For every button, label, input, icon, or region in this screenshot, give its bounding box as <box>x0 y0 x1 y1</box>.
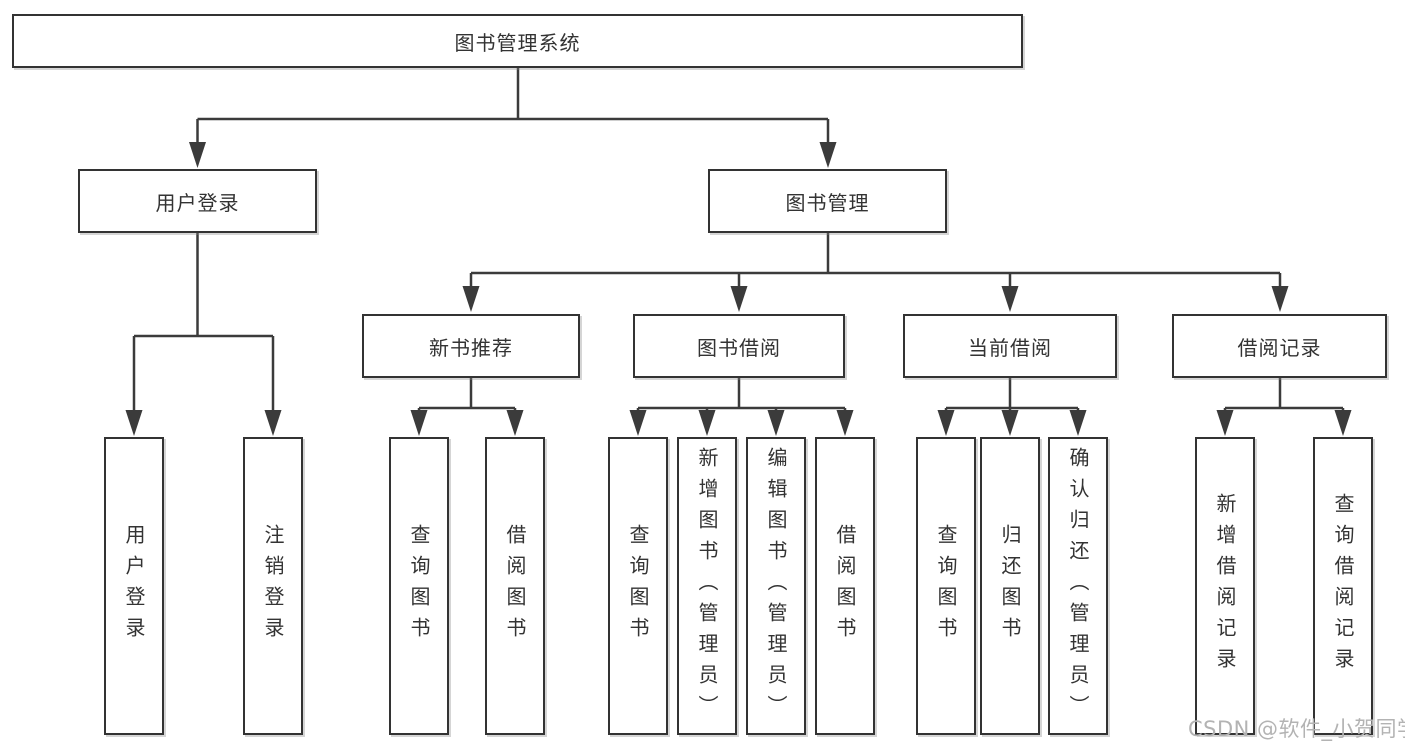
node-query-books-borrow: 查询图书 <box>608 437 668 735</box>
watermark-text: CSDN @软件_小贺同学 <box>1188 717 1405 741</box>
connector-new-book-recommend <box>417 378 517 416</box>
node-add-borrow-record: 新增借阅记录 <box>1195 437 1255 735</box>
node-user-login: 用户登录 <box>78 169 317 233</box>
node-label: 借阅记录 <box>1237 335 1322 360</box>
node-current-borrow: 当前借阅 <box>903 314 1117 378</box>
node-label: 注销登录 <box>261 524 285 648</box>
node-book-management: 图书管理 <box>708 169 947 233</box>
node-label: 图书管理 <box>785 190 870 215</box>
node-label: 查询图书 <box>626 524 650 648</box>
node-label: 确认归还（管理员） <box>1066 446 1090 726</box>
node-label: 借阅图书 <box>833 524 857 648</box>
node-label: 编辑图书（管理员） <box>764 446 788 726</box>
node-new-book-recommend: 新书推荐 <box>362 314 580 378</box>
node-label: 新增借阅记录 <box>1213 493 1237 679</box>
node-label: 查询图书 <box>407 524 431 648</box>
node-label: 新书推荐 <box>429 335 513 360</box>
node-label: 图书借阅 <box>697 335 781 360</box>
node-borrow-books-newrec: 借阅图书 <box>485 437 545 735</box>
node-label: 查询借阅记录 <box>1331 493 1355 679</box>
connector-book-borrow <box>636 378 847 416</box>
node-book-management-system: 图书管理系统 <box>12 14 1023 68</box>
node-borrow-records: 借阅记录 <box>1172 314 1387 378</box>
connector-root <box>196 68 830 146</box>
connector-book-management <box>469 233 1282 291</box>
node-label: 借阅图书 <box>503 524 527 648</box>
node-label: 新增图书（管理员） <box>695 446 719 726</box>
node-user-login-action: 用户登录 <box>104 437 164 735</box>
node-add-book-admin: 新增图书（管理员） <box>677 437 737 735</box>
connector-user-login <box>132 233 275 416</box>
node-query-books-current: 查询图书 <box>916 437 976 735</box>
node-book-borrow: 图书借阅 <box>633 314 845 378</box>
node-label: 用户登录 <box>122 524 146 648</box>
node-query-books-newrec: 查询图书 <box>389 437 449 735</box>
node-label: 图书管理系统 <box>454 30 581 55</box>
node-logout: 注销登录 <box>243 437 303 735</box>
connector-borrow-records <box>1223 378 1345 416</box>
node-query-borrow-record: 查询借阅记录 <box>1313 437 1373 735</box>
node-label: 用户登录 <box>155 190 240 215</box>
node-edit-book-admin: 编辑图书（管理员） <box>746 437 806 735</box>
node-label: 查询图书 <box>934 524 958 648</box>
node-label: 归还图书 <box>998 524 1022 648</box>
node-confirm-return-admin: 确认归还（管理员） <box>1048 437 1108 735</box>
node-label: 当前借阅 <box>968 335 1052 360</box>
node-return-books: 归还图书 <box>980 437 1040 735</box>
node-borrow-books-action: 借阅图书 <box>815 437 875 735</box>
